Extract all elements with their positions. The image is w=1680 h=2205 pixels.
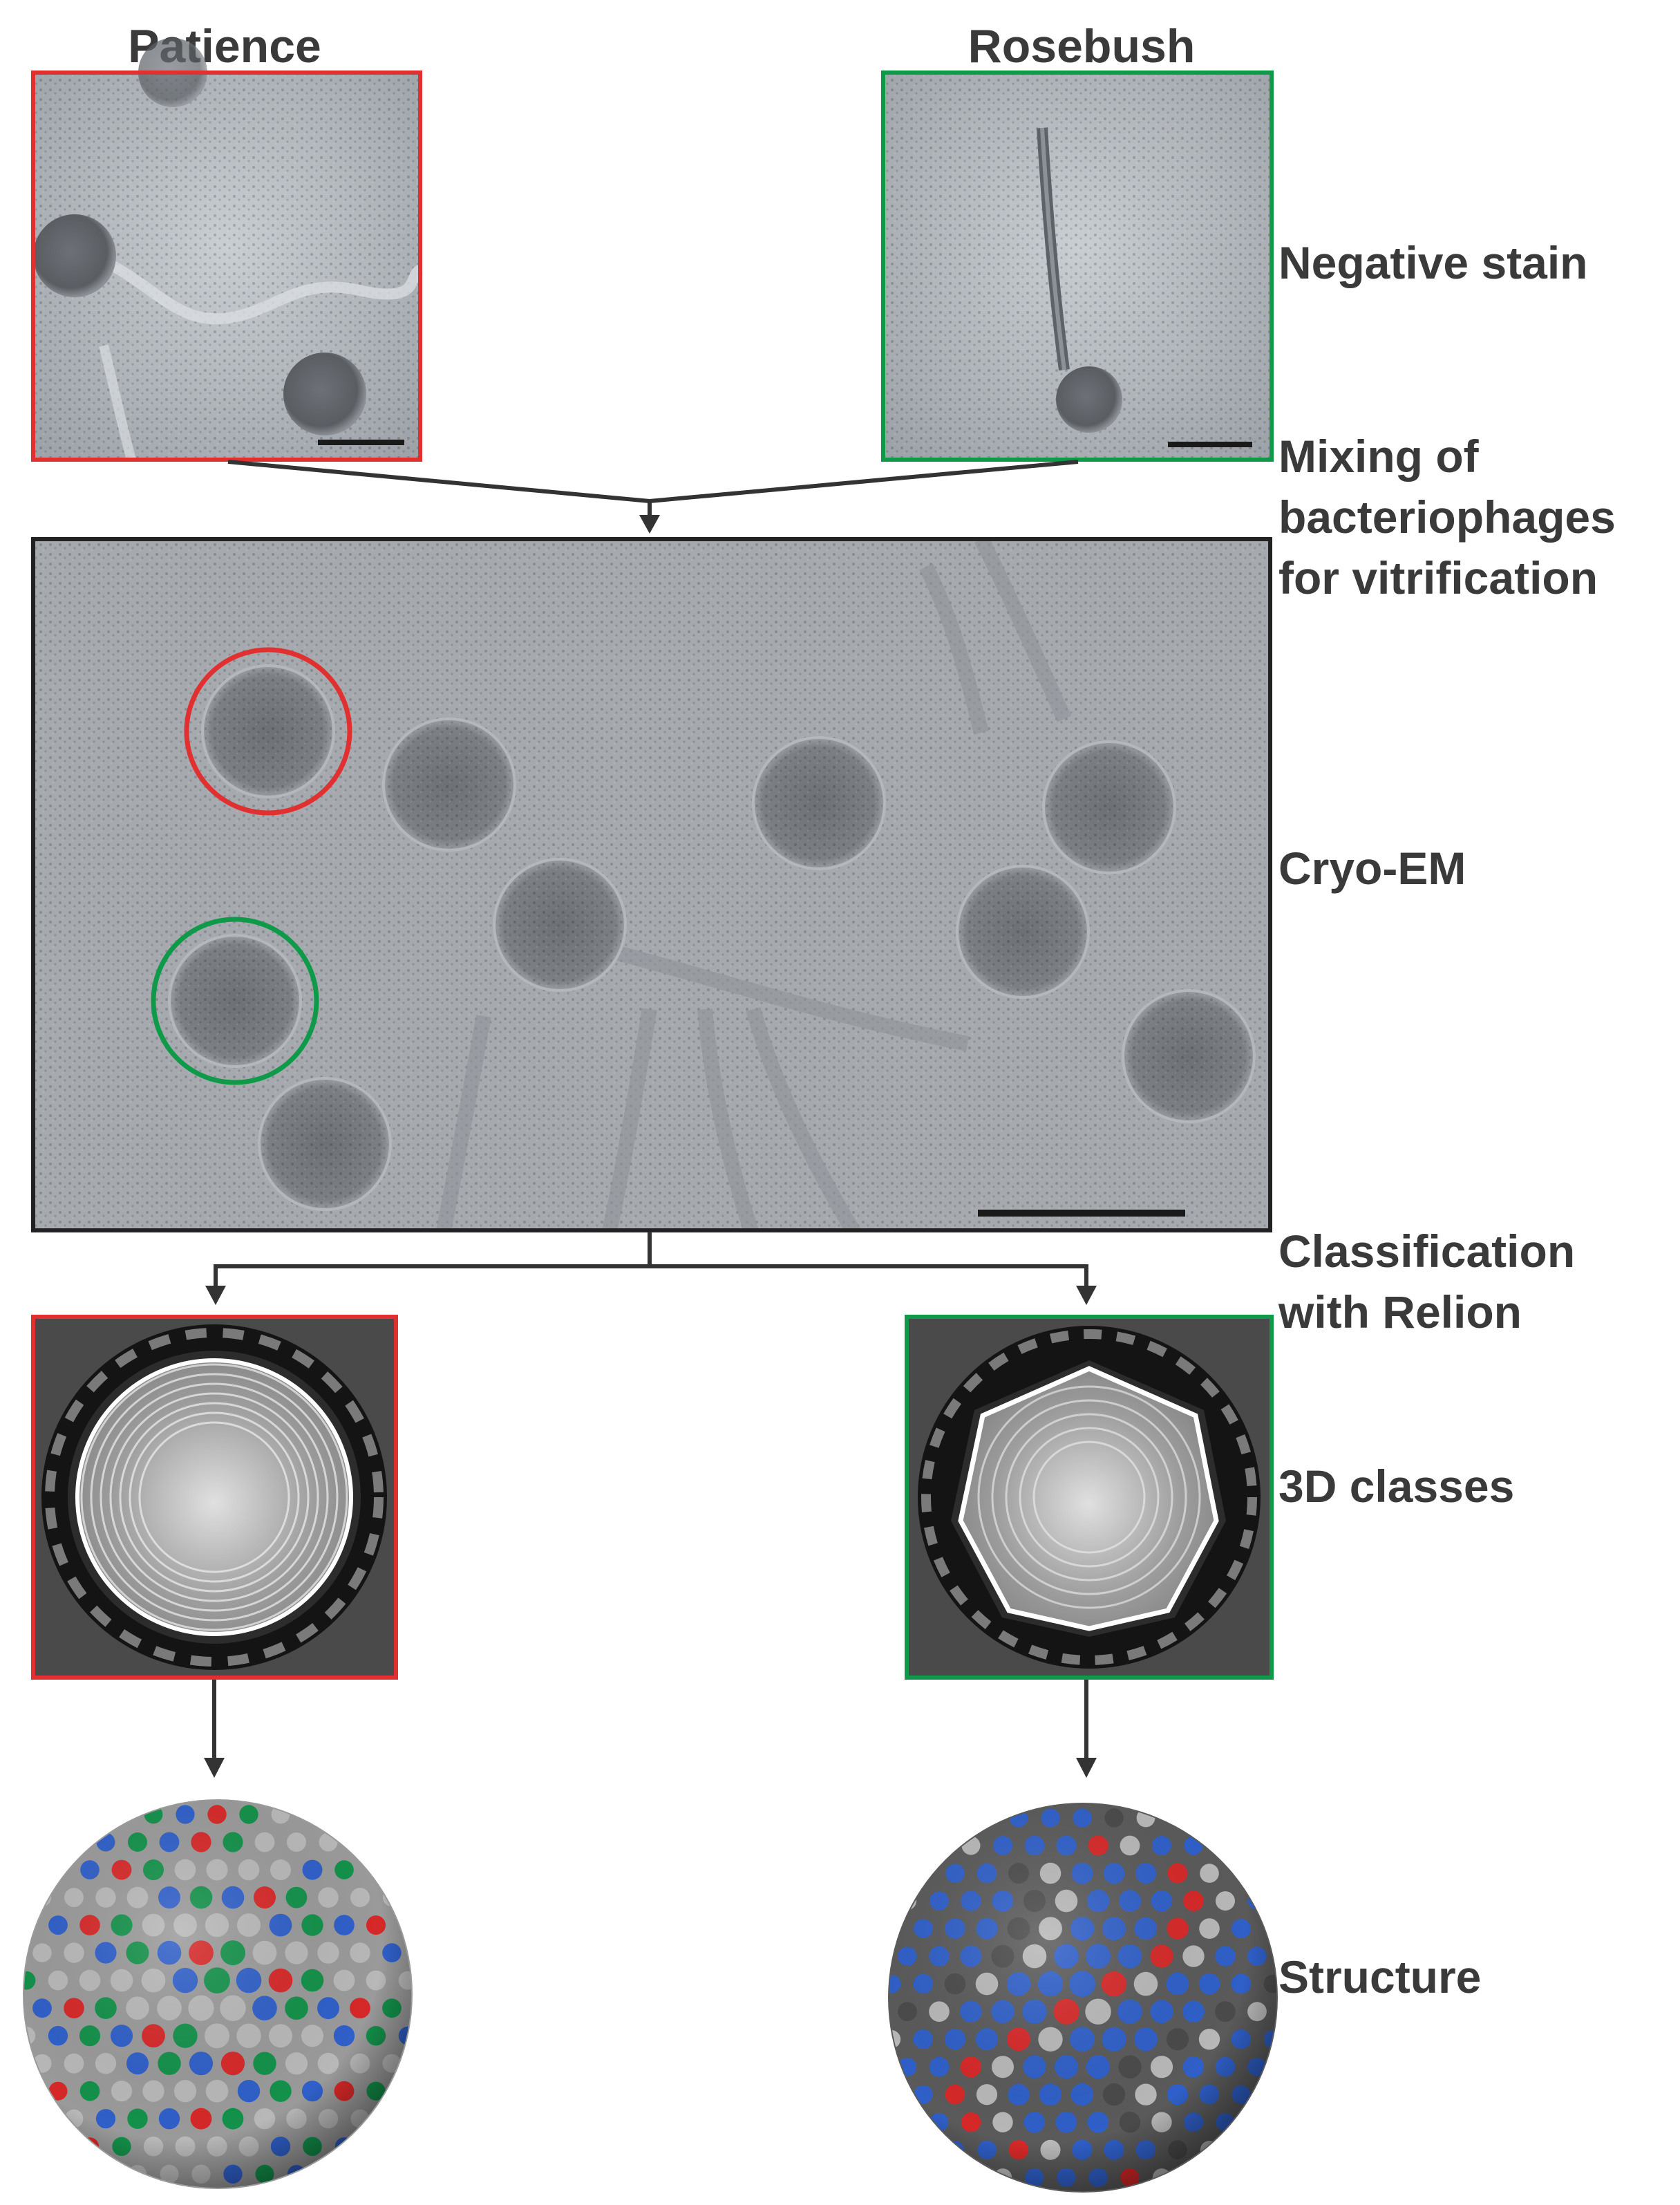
arrowhead-structure-left — [204, 1758, 225, 1778]
patience-particle-marker — [184, 647, 352, 816]
label-negative-stain: Negative stain — [1278, 237, 1588, 288]
negative-stain-patience-panel — [31, 38, 424, 462]
label-classification-2: with Relion — [1278, 1286, 1522, 1338]
label-mixing-3: for vitrification — [1278, 552, 1598, 603]
class-3d-patience-panel — [31, 1315, 398, 1680]
label-classification-1: Classification — [1278, 1226, 1576, 1277]
structure-arrows — [212, 1680, 1088, 1759]
split-arrowhead-left — [205, 1286, 226, 1305]
split-arrow — [214, 1232, 1088, 1287]
negative-stain-rosebush-panel — [881, 71, 1274, 462]
label-3d-classes: 3D classes — [1278, 1461, 1515, 1512]
cryo-em-micrograph — [31, 537, 1272, 1232]
class-3d-rosebush-panel — [905, 1315, 1274, 1680]
merge-arrow — [227, 460, 1079, 515]
merge-arrowhead — [639, 515, 660, 534]
label-mixing-2: bacteriophages — [1278, 491, 1616, 543]
rosebush-title: Rosebush — [968, 20, 1196, 73]
label-cryo-em: Cryo-EM — [1278, 843, 1466, 894]
label-structure: Structure — [1278, 1951, 1482, 2002]
arrowhead-structure-right — [1076, 1758, 1097, 1778]
split-arrowhead-right — [1076, 1286, 1097, 1305]
label-mixing-1: Mixing of — [1278, 431, 1479, 482]
patience-frame — [31, 71, 422, 462]
rosebush-frame — [881, 71, 1274, 462]
rosebush-capsid-structure — [888, 1803, 1278, 2193]
rosebush-particle-marker — [151, 917, 319, 1085]
patience-capsid-structure — [23, 1799, 413, 2189]
